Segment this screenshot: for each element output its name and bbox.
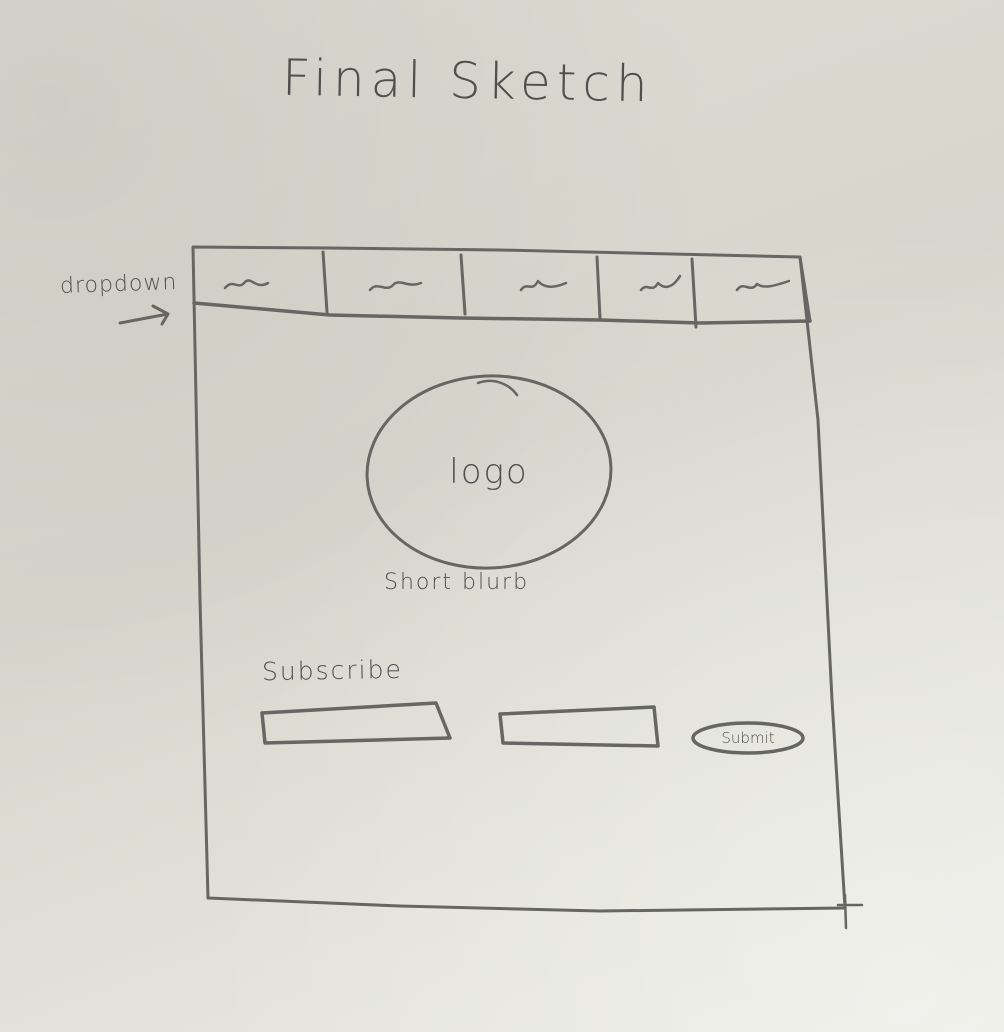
subscribe-field-1-outline [260,701,452,745]
logo-circle [365,374,613,570]
submit-label: Submit [721,729,775,747]
page-title: Final Sketch [281,48,655,114]
logo-label: logo [449,452,529,492]
nav-tab-4[interactable]: ~ [596,250,694,312]
subscribe-field-1[interactable] [264,708,446,740]
nav-bar: ~ ~ ~ ~ ~ [196,250,808,312]
nav-tab-5-squiggle [735,279,791,292]
nav-tab-2[interactable]: ~ [326,250,462,312]
nav-tab-3-squiggle [519,279,568,292]
submit-oval [691,721,805,755]
short-blurb: Short blurb [384,570,530,595]
nav-tab-4-squiggle [639,274,682,292]
logo[interactable]: logo [367,376,611,568]
page-frame [191,245,847,913]
nav-bar-divider [192,301,812,325]
subscribe-heading: Subscribe [261,654,404,687]
subscribe-field-2-outline [498,705,660,748]
nav-tab-2-squiggle [368,281,423,292]
nav-tab-1-squiggle [223,279,270,290]
submit-button[interactable]: Submit [693,723,803,753]
arrow-up-right-icon [118,304,170,326]
nav-tab-1[interactable]: ~ [196,250,326,312]
nav-tab-3[interactable]: ~ [462,250,596,312]
dropdown-annotation: dropdown [59,269,178,300]
nav-tab-5[interactable]: ~ [694,250,808,312]
subscribe-field-2[interactable] [502,710,656,744]
